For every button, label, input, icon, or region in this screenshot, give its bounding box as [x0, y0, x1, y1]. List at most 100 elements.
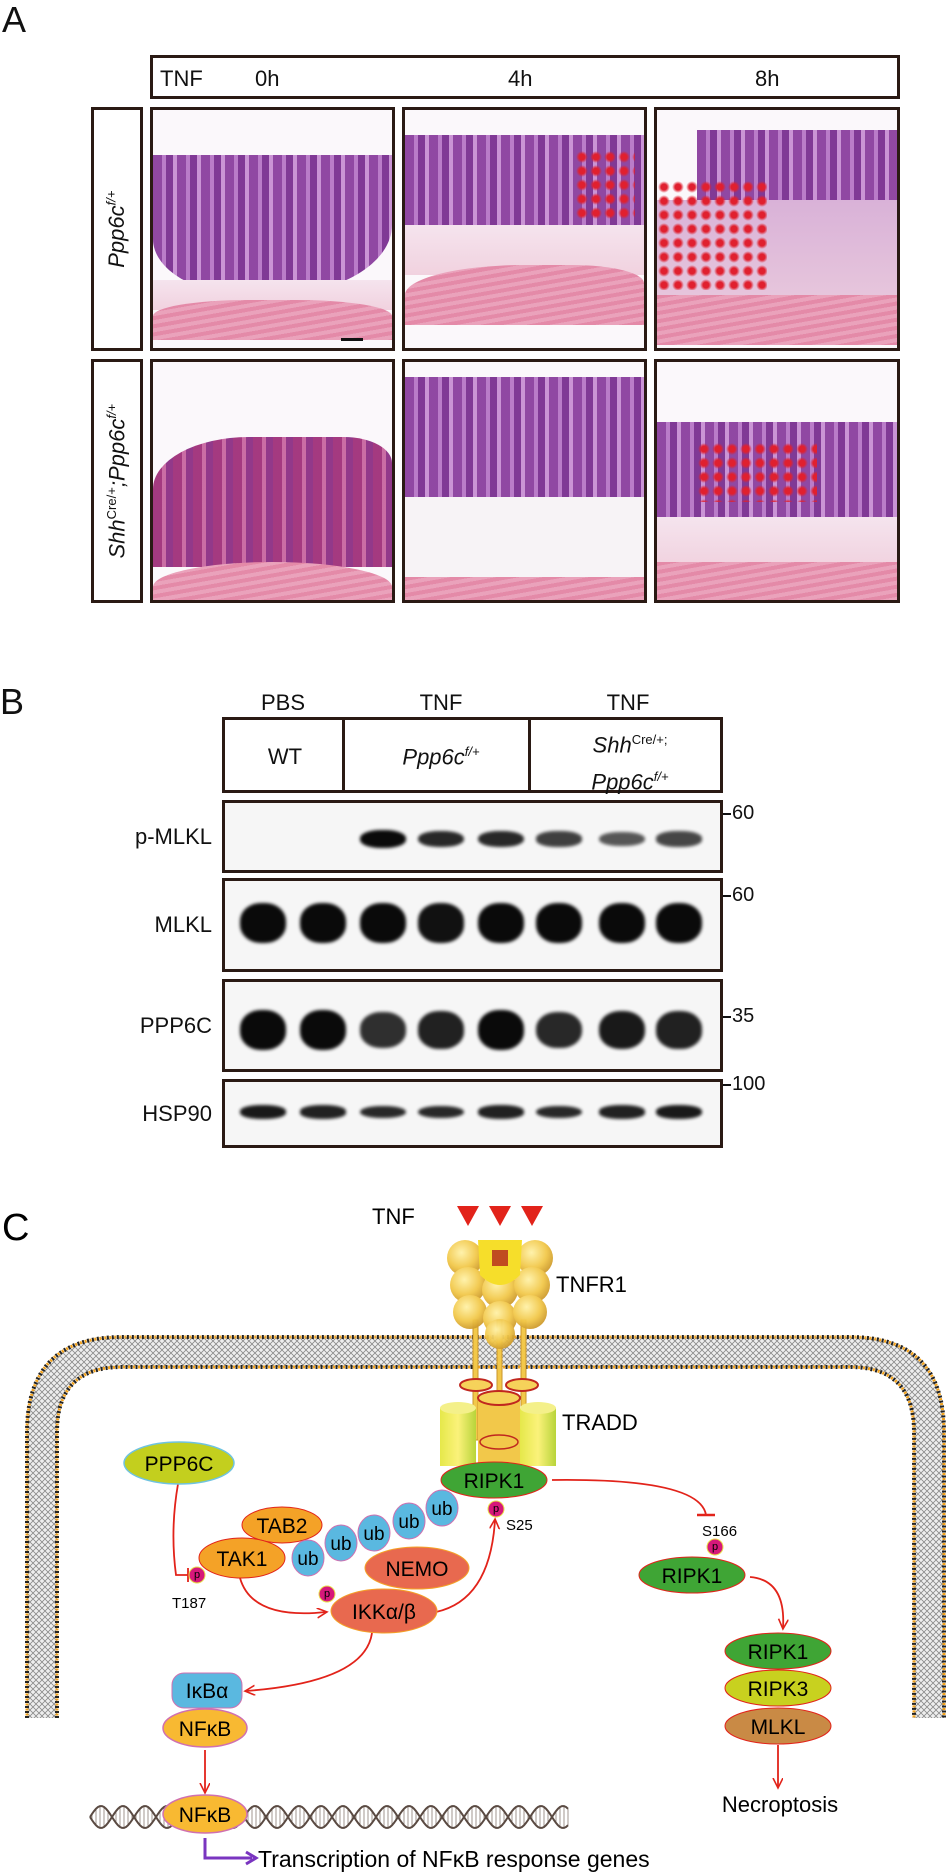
band-lane-6 — [536, 1105, 582, 1119]
tradd-adaptor-icon — [440, 1378, 556, 1466]
band-lane-3 — [360, 1105, 406, 1119]
treatment-tnf-2: TNF — [606, 690, 650, 715]
genotype-header: WT Ppp6cf/+ ShhCre/+;Ppp6cf/+ — [222, 717, 723, 795]
treatment-tnf-1: TNF — [419, 690, 463, 715]
node-nfkb-nucleus: NFκB — [162, 1794, 248, 1834]
ub-3: ub — [357, 1514, 391, 1552]
site-s166: S166 — [702, 1523, 737, 1540]
band-lane-7 — [599, 1010, 645, 1050]
ikk-to-ripk1-arrow — [435, 1520, 495, 1613]
ub-5: ub — [425, 1489, 459, 1527]
band-lane-5 — [478, 903, 524, 943]
band-lane-6 — [536, 831, 582, 847]
node-tak1: TAK1 — [198, 1537, 286, 1579]
band-lane-5 — [478, 830, 524, 848]
svg-text:RIPK1: RIPK1 — [662, 1565, 723, 1588]
histology-knockout-8h — [654, 359, 900, 603]
treatment-label: TNF — [160, 66, 203, 91]
band-lane-5 — [478, 1105, 524, 1119]
genotype-wt: WT — [267, 744, 303, 769]
histology-knockout-4h — [402, 359, 647, 603]
band-lane-4 — [418, 1011, 464, 1049]
svg-text:RIPK1: RIPK1 — [464, 1470, 525, 1493]
blot-mlkl — [222, 878, 723, 972]
blot-p-mlkl — [222, 800, 723, 873]
band-lane-1 — [240, 903, 286, 943]
band-lane-7 — [599, 831, 645, 847]
mw-marker: 35 — [723, 1005, 754, 1028]
band-lane-3 — [360, 1012, 406, 1048]
ripk1-inhibits-s166-line — [551, 1479, 707, 1516]
node-ikba: IκBα — [171, 1672, 243, 1709]
band-lane-4 — [418, 1105, 464, 1119]
node-necrosome-ripk3: RIPK3 — [724, 1669, 832, 1707]
ub-1: ub — [291, 1539, 325, 1577]
row-label-control: Ppp6cf/+ — [91, 107, 143, 351]
ub-4: ub — [392, 1502, 426, 1540]
panel-b-letter: B — [0, 681, 25, 722]
histology-control-4h — [402, 107, 647, 351]
transcription-arrowhead-icon — [245, 1850, 259, 1866]
blot-label: MLKL — [154, 912, 212, 937]
band-lane-5 — [478, 1010, 524, 1050]
receptor-label: TNFR1 — [556, 1272, 627, 1297]
blot-hsp90 — [222, 1079, 723, 1148]
node-necrosome-mlkl: MLKL — [724, 1707, 832, 1745]
node-ripk1-phospho: RIPK1 — [638, 1556, 746, 1594]
svg-text:ub: ub — [330, 1534, 351, 1555]
svg-text:p: p — [194, 1569, 200, 1581]
genotype-shh-ppp6c: ShhCre/+;Ppp6cf/+ — [591, 732, 669, 795]
dna-helix-icon — [89, 1805, 569, 1829]
band-lane-4 — [418, 903, 464, 943]
mw-marker: 100 — [723, 1073, 765, 1096]
svg-text:ub: ub — [398, 1512, 419, 1533]
svg-text:ub: ub — [431, 1499, 452, 1520]
band-lane-3 — [360, 830, 406, 848]
svg-text:NFκB: NFκB — [179, 1804, 232, 1827]
svg-text:PPP6C: PPP6C — [145, 1453, 214, 1476]
pathway-arrows — [172, 1479, 783, 1792]
node-ikk: IKKα/β — [330, 1588, 438, 1634]
band-lane-4 — [418, 830, 464, 848]
svg-text:RIPK1: RIPK1 — [748, 1641, 809, 1664]
tnf-trimer-icon — [457, 1206, 543, 1226]
band-lane-6 — [536, 1011, 582, 1049]
node-nemo: NEMO — [364, 1546, 470, 1590]
blot-label: p-MLKL — [134, 823, 212, 849]
phospho-ikk: p — [318, 1585, 336, 1603]
svg-text:TAB2: TAB2 — [257, 1515, 308, 1538]
band-lane-2 — [300, 1105, 346, 1119]
site-s25: S25 — [506, 1517, 533, 1534]
svg-text:RIPK3: RIPK3 — [748, 1678, 809, 1701]
ppp6c-inhibits-tak1-line — [172, 1483, 188, 1576]
node-nfkb-cytoplasm: NFκB — [162, 1708, 248, 1748]
mw-marker: 60 — [723, 802, 754, 825]
band-lane-8 — [656, 831, 702, 847]
band-lane-7 — [599, 903, 645, 943]
blot-label: HSP90 — [142, 1100, 212, 1126]
histology-knockout-0h — [150, 359, 395, 603]
phospho-t187: p — [188, 1566, 206, 1584]
panel-a-letter: A — [2, 0, 27, 40]
band-lane-8 — [656, 1105, 702, 1119]
svg-text:ub: ub — [363, 1524, 384, 1545]
node-tab2: TAB2 — [241, 1506, 323, 1544]
transcription-label: Transcription of NFκB response genes — [258, 1846, 650, 1872]
node-ripk1-complex: RIPK1 — [440, 1461, 548, 1499]
svg-text:NFκB: NFκB — [179, 1718, 232, 1741]
svg-text:p: p — [712, 1541, 718, 1553]
band-lane-2 — [300, 1010, 346, 1050]
time-8h: 8h — [755, 66, 780, 91]
svg-text:MLKL: MLKL — [751, 1716, 806, 1739]
band-lane-1 — [240, 1105, 286, 1119]
svg-text:ub: ub — [297, 1549, 318, 1570]
band-lane-2 — [300, 903, 346, 943]
treatment-pbs: PBS — [260, 690, 306, 715]
ikk-to-ikba-arrow — [246, 1632, 373, 1691]
band-lane-3 — [360, 903, 406, 943]
svg-text:IκBα: IκBα — [186, 1680, 228, 1703]
phospho-s166: p — [706, 1538, 724, 1556]
band-lane-8 — [656, 1011, 702, 1049]
mw-marker: 60 — [723, 884, 754, 907]
